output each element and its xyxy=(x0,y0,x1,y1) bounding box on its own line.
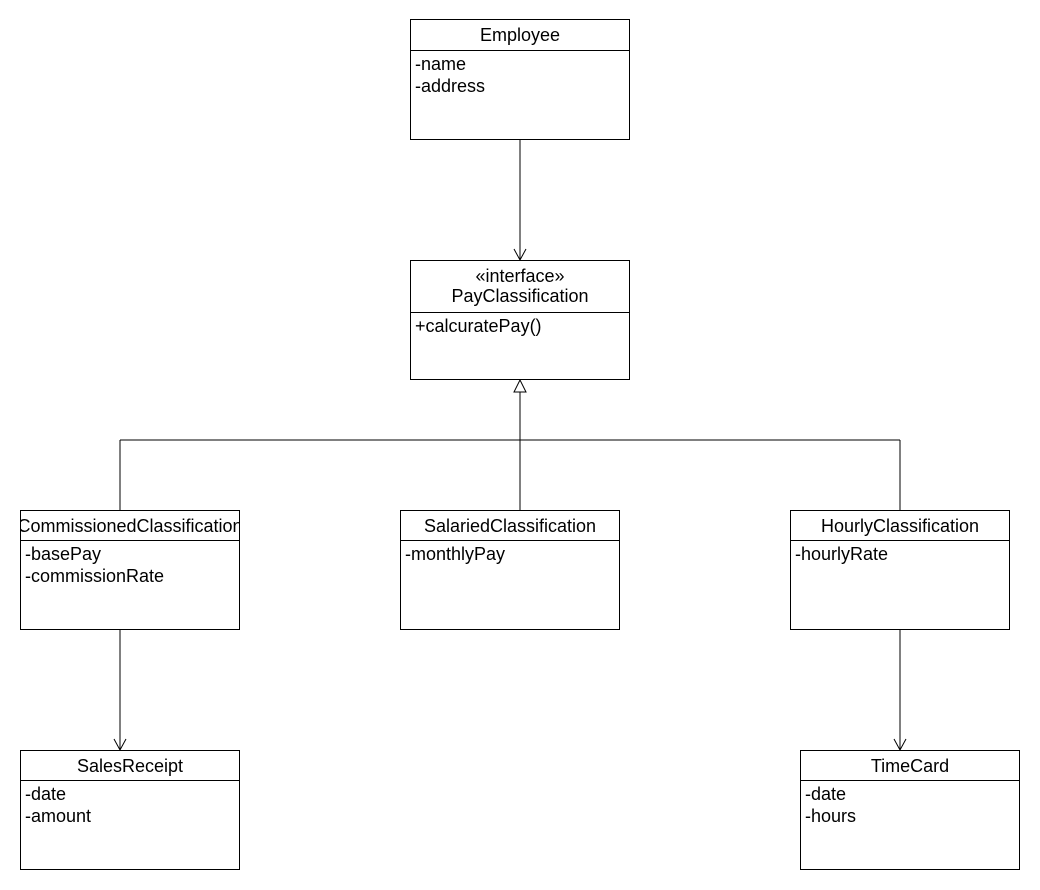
class-timecard[interactable]: TimeCard -date -hours xyxy=(800,750,1020,870)
class-salaried-name: SalariedClassification xyxy=(423,516,597,536)
class-employee-name: Employee xyxy=(479,25,561,45)
attribute-basepay: -basePay xyxy=(25,544,102,564)
generalization-triangle xyxy=(513,378,527,393)
attribute-hours: -hours xyxy=(805,806,857,826)
attribute-monthlypay: -monthlyPay xyxy=(405,544,506,564)
interface-payclassification-name: PayClassification xyxy=(451,286,589,306)
class-timecard-name: TimeCard xyxy=(870,756,950,776)
class-salesreceipt[interactable]: SalesReceipt -date -amount xyxy=(20,750,240,870)
class-salesreceipt-attributes: -date -amount xyxy=(21,781,239,827)
class-commissionedclassification[interactable]: CommissionedClassification -basePay -com… xyxy=(20,510,240,630)
attribute-date: -date xyxy=(805,784,847,804)
attribute-name: -name xyxy=(415,54,467,74)
class-salaried-header: SalariedClassification xyxy=(401,511,619,541)
class-hourly-name: HourlyClassification xyxy=(820,516,980,536)
class-commissioned-header: CommissionedClassification xyxy=(21,511,239,541)
class-hourlyclassification[interactable]: HourlyClassification -hourlyRate xyxy=(790,510,1010,630)
interface-payclassification-operations: +calcuratePay() xyxy=(411,313,629,337)
attribute-address: -address xyxy=(415,76,486,96)
class-hourly-attributes: -hourlyRate xyxy=(791,541,1009,565)
operation-calcuratepay: +calcuratePay() xyxy=(415,316,542,336)
class-timecard-attributes: -date -hours xyxy=(801,781,1019,827)
class-salariedclassification[interactable]: SalariedClassification -monthlyPay xyxy=(400,510,620,630)
class-salaried-attributes: -monthlyPay xyxy=(401,541,619,565)
interface-payclassification-header: «interface» PayClassification xyxy=(411,261,629,313)
attribute-date: -date xyxy=(25,784,67,804)
class-commissioned-attributes: -basePay -commissionRate xyxy=(21,541,239,587)
attribute-commissionrate: -commissionRate xyxy=(25,566,165,586)
class-salesreceipt-name: SalesReceipt xyxy=(76,756,184,776)
class-commissioned-name: CommissionedClassification xyxy=(21,516,239,536)
interface-payclassification[interactable]: «interface» PayClassification +calcurate… xyxy=(410,260,630,380)
class-timecard-header: TimeCard xyxy=(801,751,1019,781)
interface-stereotype: «interface» xyxy=(475,266,565,286)
class-employee[interactable]: Employee -name -address xyxy=(410,19,630,140)
attribute-amount: -amount xyxy=(25,806,92,826)
class-hourly-header: HourlyClassification xyxy=(791,511,1009,541)
class-employee-attributes: -name -address xyxy=(411,51,629,97)
class-salesreceipt-header: SalesReceipt xyxy=(21,751,239,781)
attribute-hourlyrate: -hourlyRate xyxy=(795,544,889,564)
class-employee-header: Employee xyxy=(411,20,629,51)
